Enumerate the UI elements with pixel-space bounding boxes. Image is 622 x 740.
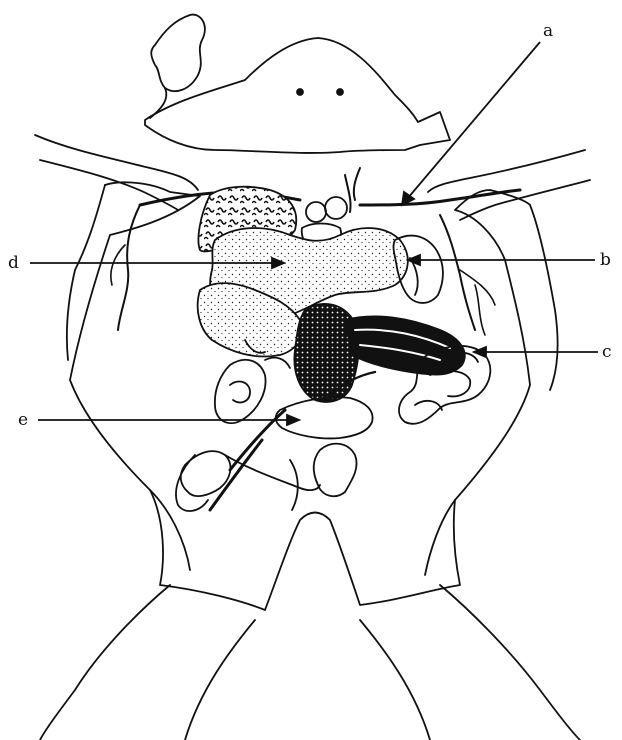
coiled-loops-left xyxy=(215,360,266,423)
right-forelimb xyxy=(428,150,585,192)
leader-line-a xyxy=(402,42,540,205)
lower-flap-right xyxy=(314,444,357,497)
arrowhead-e xyxy=(287,415,299,425)
label-a: a xyxy=(543,21,553,41)
head-outline xyxy=(145,38,450,153)
right-hind-leg xyxy=(440,585,580,740)
right-hind-leg-inner xyxy=(360,620,430,740)
label-d: d xyxy=(8,253,19,273)
skin-flap-top-left xyxy=(151,15,205,92)
label-e: e xyxy=(18,410,28,430)
vessel-right xyxy=(360,190,520,205)
left-hind-leg-inner xyxy=(185,620,255,740)
label-b: b xyxy=(600,250,611,270)
lower-flap-left xyxy=(181,451,231,496)
right-nostril xyxy=(337,89,343,95)
right-forelimb-lower xyxy=(460,180,590,220)
left-hind-leg xyxy=(40,585,170,740)
left-nostril xyxy=(297,89,303,95)
heart-auricle-right xyxy=(325,197,347,219)
label-c: c xyxy=(602,342,612,362)
heart-auricle-left xyxy=(306,202,326,222)
